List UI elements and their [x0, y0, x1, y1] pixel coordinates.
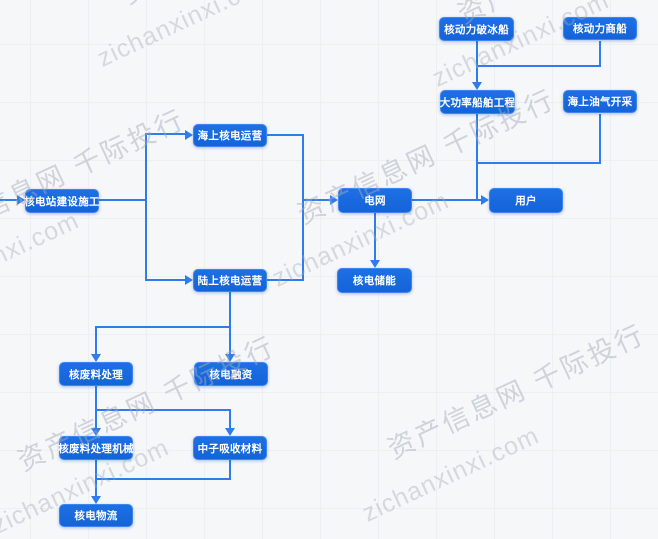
arrow-down-icon	[472, 82, 482, 90]
edge-line	[95, 460, 97, 497]
node-construction[interactable]: 核电站建设施工	[24, 189, 100, 213]
edge-line	[229, 292, 231, 355]
edge-line	[267, 134, 304, 136]
edge-line	[95, 409, 231, 411]
watermark-url: zichanxinxi.com	[0, 206, 84, 313]
node-logistics[interactable]: 核电物流	[59, 504, 133, 527]
node-offshore-oil-gas[interactable]: 海上油气开采	[563, 90, 637, 113]
watermark-tile: 资产信息网 千际投行 zichanxinxi.com	[268, 78, 580, 293]
edge-line	[476, 114, 478, 201]
node-energy-storage[interactable]: 核电储能	[337, 268, 412, 293]
watermark-text: 资产信息网 千际投行	[0, 104, 191, 250]
arrow-right-icon	[481, 195, 489, 205]
watermark-url: zichanxinxi.com	[358, 421, 544, 528]
edge-line	[599, 41, 601, 67]
arrow-down-icon	[225, 428, 235, 436]
watermark-url: zichanxinxi.com	[93, 0, 279, 73]
edge-line	[476, 41, 478, 85]
edge-line	[599, 114, 601, 164]
edge-line	[374, 212, 376, 262]
node-neutron-material[interactable]: 中子吸收材料	[193, 436, 267, 460]
node-icebreaker[interactable]: 核动力破冰船	[439, 17, 514, 41]
watermark-tile: 资产信息网 千际投行 zichanxinxi.com	[0, 325, 300, 539]
node-onshore-operation[interactable]: 陆上核电运营	[193, 269, 267, 292]
arrow-right-icon	[17, 195, 25, 205]
node-waste-machinery[interactable]: 核废料处理机械	[58, 436, 134, 460]
edge-line	[302, 134, 304, 281]
edge-line	[145, 133, 187, 135]
arrow-down-icon	[91, 428, 101, 436]
arrow-down-icon	[370, 260, 380, 268]
watermark-text: 资产信息网 千际投行	[115, 0, 386, 12]
edge-line	[95, 386, 97, 429]
node-high-power-ship[interactable]: 大功率船舶工程	[440, 90, 515, 114]
edge-line	[229, 410, 231, 429]
node-power-grid[interactable]: 电网	[338, 188, 412, 213]
edge-line	[476, 162, 601, 164]
watermark-text: 资产信息网 千际投行	[383, 319, 651, 465]
edge-line	[229, 460, 231, 480]
node-users[interactable]: 用户	[489, 188, 563, 213]
edge-line	[145, 134, 147, 281]
arrow-right-icon	[185, 275, 193, 285]
edge-line	[476, 65, 601, 67]
edge-line	[412, 199, 482, 201]
arrow-right-icon	[185, 130, 193, 140]
watermark-tile: 资产信息网 千际投行 zichanxinxi.com	[358, 313, 658, 528]
arrow-right-icon	[330, 195, 338, 205]
edge-line	[95, 327, 97, 355]
edge-line	[302, 199, 332, 201]
node-waste-treatment[interactable]: 核废料处理	[59, 362, 133, 386]
arrow-down-icon	[91, 496, 101, 504]
edge-line	[0, 199, 19, 201]
edge-line	[267, 279, 304, 281]
watermark-tile: 资产信息网 千际投行 zichanxinxi.com	[93, 0, 405, 73]
edge-line	[95, 478, 231, 480]
edge-line	[145, 279, 187, 281]
node-offshore-operation[interactable]: 海上核电运营	[193, 124, 267, 147]
arrow-down-icon	[91, 354, 101, 362]
node-merchant-ship[interactable]: 核动力商船	[563, 17, 637, 40]
edge-line	[99, 199, 147, 201]
watermark-url: zichanxinxi.com	[428, 0, 614, 93]
edge-line	[95, 326, 231, 328]
node-financing[interactable]: 核电融资	[194, 362, 268, 386]
arrow-down-icon	[225, 354, 235, 362]
